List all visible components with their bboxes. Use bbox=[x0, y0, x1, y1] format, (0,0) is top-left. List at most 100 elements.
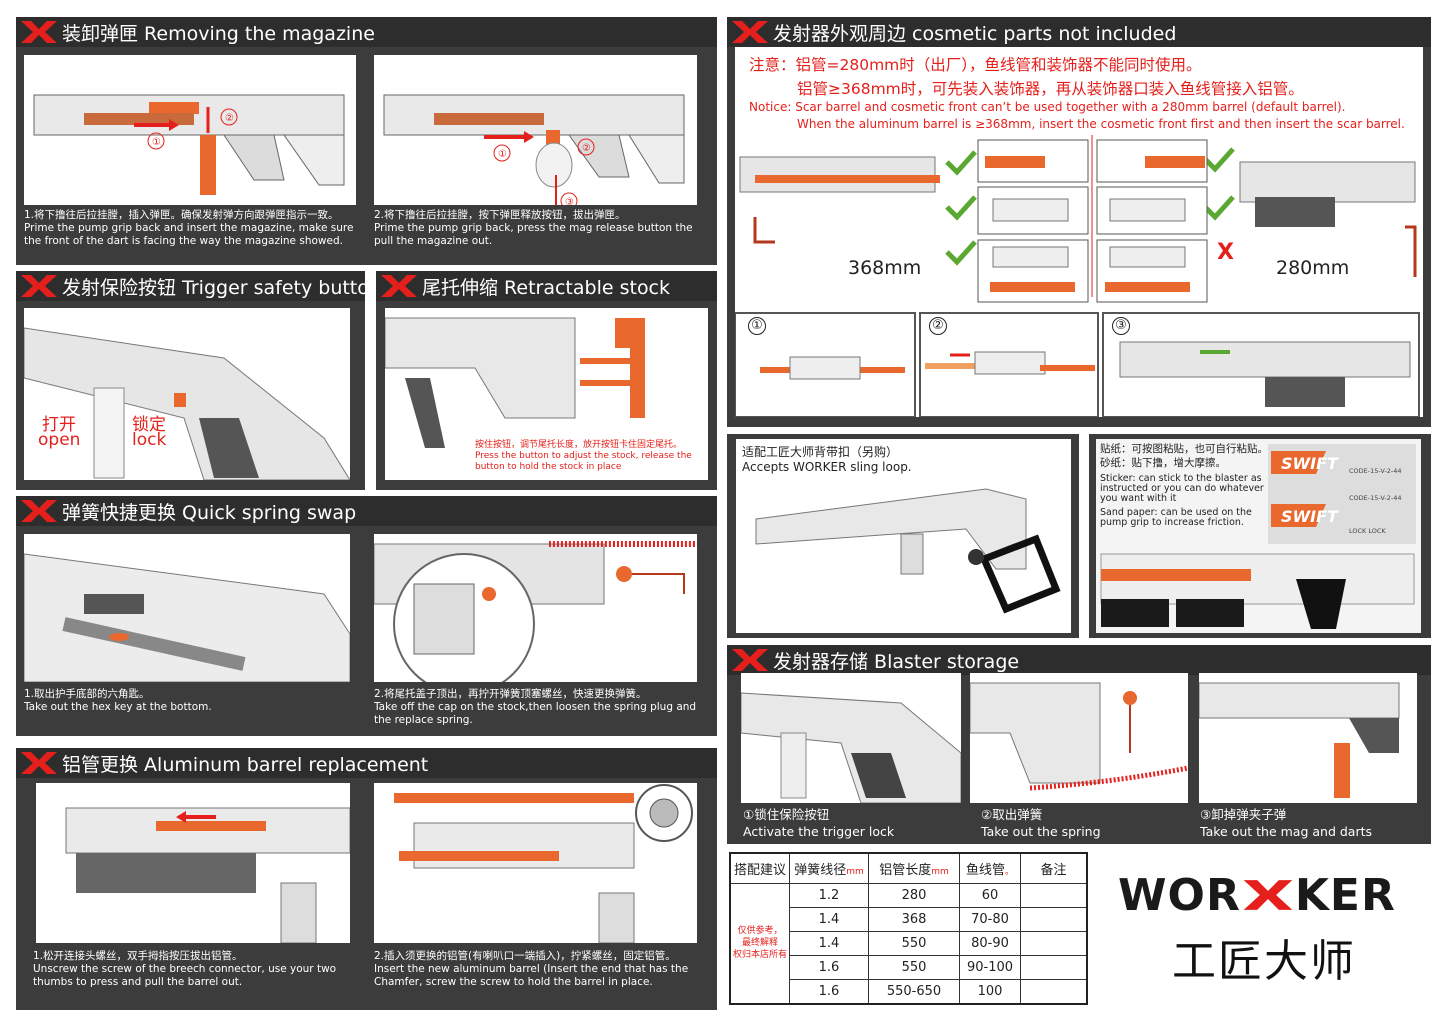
section-header: 发射器存储 Blaster storage bbox=[727, 645, 1431, 675]
remove-magazine-illustration: ① ② ③ bbox=[374, 55, 697, 205]
stock-note: 按住按钮，调节尾托长度，放开按钮卡住固定尾托。 Press the button… bbox=[475, 440, 705, 473]
section-stickers: 贴纸：可按图粘贴，也可自行粘贴。 砂纸：贴下撸，增大摩擦。 Sticker: c… bbox=[1089, 434, 1431, 638]
caption-spring-out: ②取出弹簧 Take out the spring bbox=[981, 806, 1191, 840]
cell-scar: 90-100 bbox=[959, 954, 1021, 980]
stock-note-en: Press the button to adjust the stock, re… bbox=[475, 451, 692, 472]
worker-x-logo-icon bbox=[16, 496, 62, 526]
barrel-remove-illustration bbox=[36, 783, 350, 943]
brand-x-icon bbox=[1241, 873, 1295, 917]
step-3-label: ③ bbox=[565, 197, 574, 205]
caption-zh: 2.插入须更换的铝管(有喇叭口一端插入)，拧紧螺丝，固定铝管。 bbox=[374, 950, 676, 962]
step-1-label: ① bbox=[498, 149, 507, 160]
step-2-label: ② bbox=[225, 113, 234, 124]
caption-zh: ①锁住保险按钮 bbox=[743, 807, 830, 822]
sticker-line-2: 砂纸：贴下撸，增大摩擦。 bbox=[1100, 457, 1226, 469]
section-title: 弹簧快捷更换 Quick spring swap bbox=[62, 501, 357, 524]
swift-label-1: SWIFT bbox=[1281, 454, 1338, 473]
section-aluminum-barrel: 铝管更换 Aluminum barrel replacement 1.松开连接头… bbox=[16, 748, 717, 1010]
cell-spring: 1.4 bbox=[789, 930, 869, 956]
caption-trigger-lock: ①锁住保险按钮 Activate the trigger lock bbox=[743, 806, 958, 840]
step-2-label: ② bbox=[582, 143, 591, 154]
caption-en: Prime the pump grip back and insert the … bbox=[24, 222, 354, 247]
cell-barrel: 550-650 bbox=[868, 978, 960, 1004]
sticker-illustration: 贴纸：可按图粘贴，也可自行粘贴。 砂纸：贴下撸，增大摩擦。 Sticker: c… bbox=[1096, 439, 1421, 633]
section-quick-spring-swap: 弹簧快捷更换 Quick spring swap 1.取出护手底部的六角匙。 T… bbox=[16, 496, 717, 736]
barrel-insert-illustration bbox=[374, 783, 697, 943]
caption-remove: 2.将下撸往后拉挂膛，按下弹匣释放按钮，拔出弹匣。 Prime the pump… bbox=[374, 209, 699, 248]
trigger-safety-illustration: 打开 open 锁定 lock bbox=[24, 308, 350, 480]
header-remarks: 备注 bbox=[1020, 852, 1088, 884]
sling-title-en: Accepts WORKER sling loop. bbox=[742, 460, 912, 474]
sling-title-zh: 适配工匠大师背带扣（另购） bbox=[742, 445, 899, 459]
section-trigger-safety: 发射保险按钮 Trigger safety button 打开 open 锁定 … bbox=[16, 271, 381, 490]
caption-zh: 1.将下撸往后拉挂膛，插入弹匣。确保发射弹方向跟弹匣指示一致。 bbox=[24, 209, 339, 221]
cell-spring: 1.4 bbox=[789, 906, 869, 932]
cross-icon: X bbox=[1217, 240, 1234, 265]
section-title: 发射器外观周边 cosmetic parts not included bbox=[773, 22, 1177, 45]
section-title: 发射器存储 Blaster storage bbox=[773, 650, 1020, 673]
step-2-label: ② bbox=[929, 317, 947, 335]
cell-remarks bbox=[1020, 930, 1088, 956]
cell-remarks bbox=[1020, 978, 1088, 1004]
table-header: 搭配建议 弹簧线径mm 铝管长度mm 鱼线管。 备注 bbox=[729, 852, 1088, 884]
spring-swap-illustration bbox=[374, 534, 697, 682]
brand-logo-left: WOR bbox=[1118, 869, 1241, 921]
step-1-label: ① bbox=[152, 137, 161, 148]
notice-zh-1: 注意：铝管=280mm时（出厂），鱼线管和装饰器不能同时使用。 bbox=[749, 56, 1202, 74]
cell-barrel: 550 bbox=[868, 954, 960, 980]
cell-remarks bbox=[1020, 882, 1088, 908]
sticker-line-1: 贴纸：可按图粘贴，也可自行粘贴。 bbox=[1100, 443, 1268, 455]
worker-x-logo-icon bbox=[727, 645, 773, 675]
cell-scar: 70-80 bbox=[959, 906, 1021, 932]
caption-en: Activate the trigger lock bbox=[743, 824, 895, 839]
caption-spring: 2.将尾托盖子顶出，再拧开弹簧顶塞螺丝，快速更换弹簧。 Take off the… bbox=[374, 688, 699, 727]
header-scar: 鱼线管。 bbox=[959, 852, 1021, 884]
storage-trigger-lock-illustration bbox=[741, 673, 961, 803]
worker-x-logo-icon bbox=[16, 748, 62, 778]
notice-en-1: Notice: Scar barrel and cosmetic front c… bbox=[749, 100, 1346, 114]
section-header: 尾托伸缩 Retractable stock bbox=[376, 271, 717, 301]
notice-en-2: When the aluminum barrel is ≥368mm, inse… bbox=[797, 117, 1405, 131]
caption-barrel-remove: 1.松开连接头螺丝，双手拇指按压拔出铝管。 Unscrew the screw … bbox=[33, 950, 353, 989]
section-cosmetic-parts: 发射器外观周边 cosmetic parts not included 注意：铝… bbox=[727, 17, 1431, 427]
stock-note-zh: 按住按钮，调节尾托长度，放开按钮卡住固定尾托。 bbox=[475, 440, 683, 450]
step-3-label: ③ bbox=[1112, 317, 1130, 335]
code-label-2: CODE-15-V-2-44 bbox=[1349, 494, 1402, 502]
storage-spring-illustration bbox=[970, 673, 1188, 803]
caption-mag-out: ③卸掉弹夹子弹 Take out the mag and darts bbox=[1200, 806, 1415, 840]
cell-remarks bbox=[1020, 954, 1088, 980]
caption-zh: 1.取出护手底部的六角匙。 bbox=[24, 688, 150, 700]
section-header: 发射保险按钮 Trigger safety button bbox=[16, 271, 381, 301]
sticker-note: 贴纸：可按图粘贴，也可自行粘贴。 砂纸：贴下撸，增大摩擦。 Sticker: c… bbox=[1100, 442, 1270, 528]
caption-en: Take out the hex key at the bottom. bbox=[24, 701, 212, 713]
caption-zh: 1.松开连接头螺丝，双手拇指按压拔出铝管。 bbox=[33, 950, 243, 962]
section-blaster-storage: 发射器存储 Blaster storage ①锁住保险按钮 Activate t… bbox=[727, 645, 1431, 844]
brand-logo-right: KER bbox=[1294, 869, 1396, 921]
section-title: 尾托伸缩 Retractable stock bbox=[422, 276, 671, 299]
caption-zh: 2.将下撸往后拉挂膛，按下弹匣释放按钮，拔出弹匣。 bbox=[374, 209, 626, 221]
cell-barrel: 368 bbox=[868, 906, 960, 932]
cell-remarks bbox=[1020, 906, 1088, 932]
swift-label-2: SWIFT bbox=[1281, 507, 1338, 526]
caption-en: Prime the pump grip back, press the mag … bbox=[374, 222, 693, 247]
brand-logo: WOR KER bbox=[1118, 869, 1418, 921]
cell-scar: 60 bbox=[959, 882, 1021, 908]
header-barrel: 铝管长度mm bbox=[868, 852, 960, 884]
sling-illustration: 适配工匠大师背带扣（另购） Accepts WORKER sling loop. bbox=[736, 439, 1071, 633]
insert-magazine-illustration: ① ② bbox=[24, 55, 356, 205]
section-header: 铝管更换 Aluminum barrel replacement bbox=[16, 748, 717, 778]
caption-barrel-insert: 2.插入须更换的铝管(有喇叭口一端插入)，拧紧螺丝，固定铝管。 Insert t… bbox=[374, 950, 704, 989]
caption-hex-key: 1.取出护手底部的六角匙。 Take out the hex key at th… bbox=[24, 688, 359, 714]
section-title: 装卸弹匣 Removing the magazine bbox=[62, 22, 375, 45]
cell-spring: 1.6 bbox=[789, 954, 869, 980]
length-right-label: 280mm bbox=[1276, 257, 1350, 279]
section-header: 发射器外观周边 cosmetic parts not included bbox=[727, 17, 1431, 47]
caption-en: Take out the mag and darts bbox=[1200, 824, 1372, 839]
table-row: 1.6 550-650 100 bbox=[730, 978, 1088, 1004]
cosmetic-diagram: 注意：铝管=280mm时（出厂），鱼线管和装饰器不能同时使用。 铝管≥368mm… bbox=[735, 47, 1423, 417]
length-left-label: 368mm bbox=[848, 257, 922, 279]
caption-zh: ③卸掉弹夹子弹 bbox=[1200, 807, 1287, 822]
worker-x-logo-icon bbox=[727, 17, 773, 47]
section-sling-loop: 适配工匠大师背带扣（另购） Accepts WORKER sling loop. bbox=[727, 434, 1079, 638]
table-row: 1.6 550 90-100 bbox=[730, 954, 1088, 980]
